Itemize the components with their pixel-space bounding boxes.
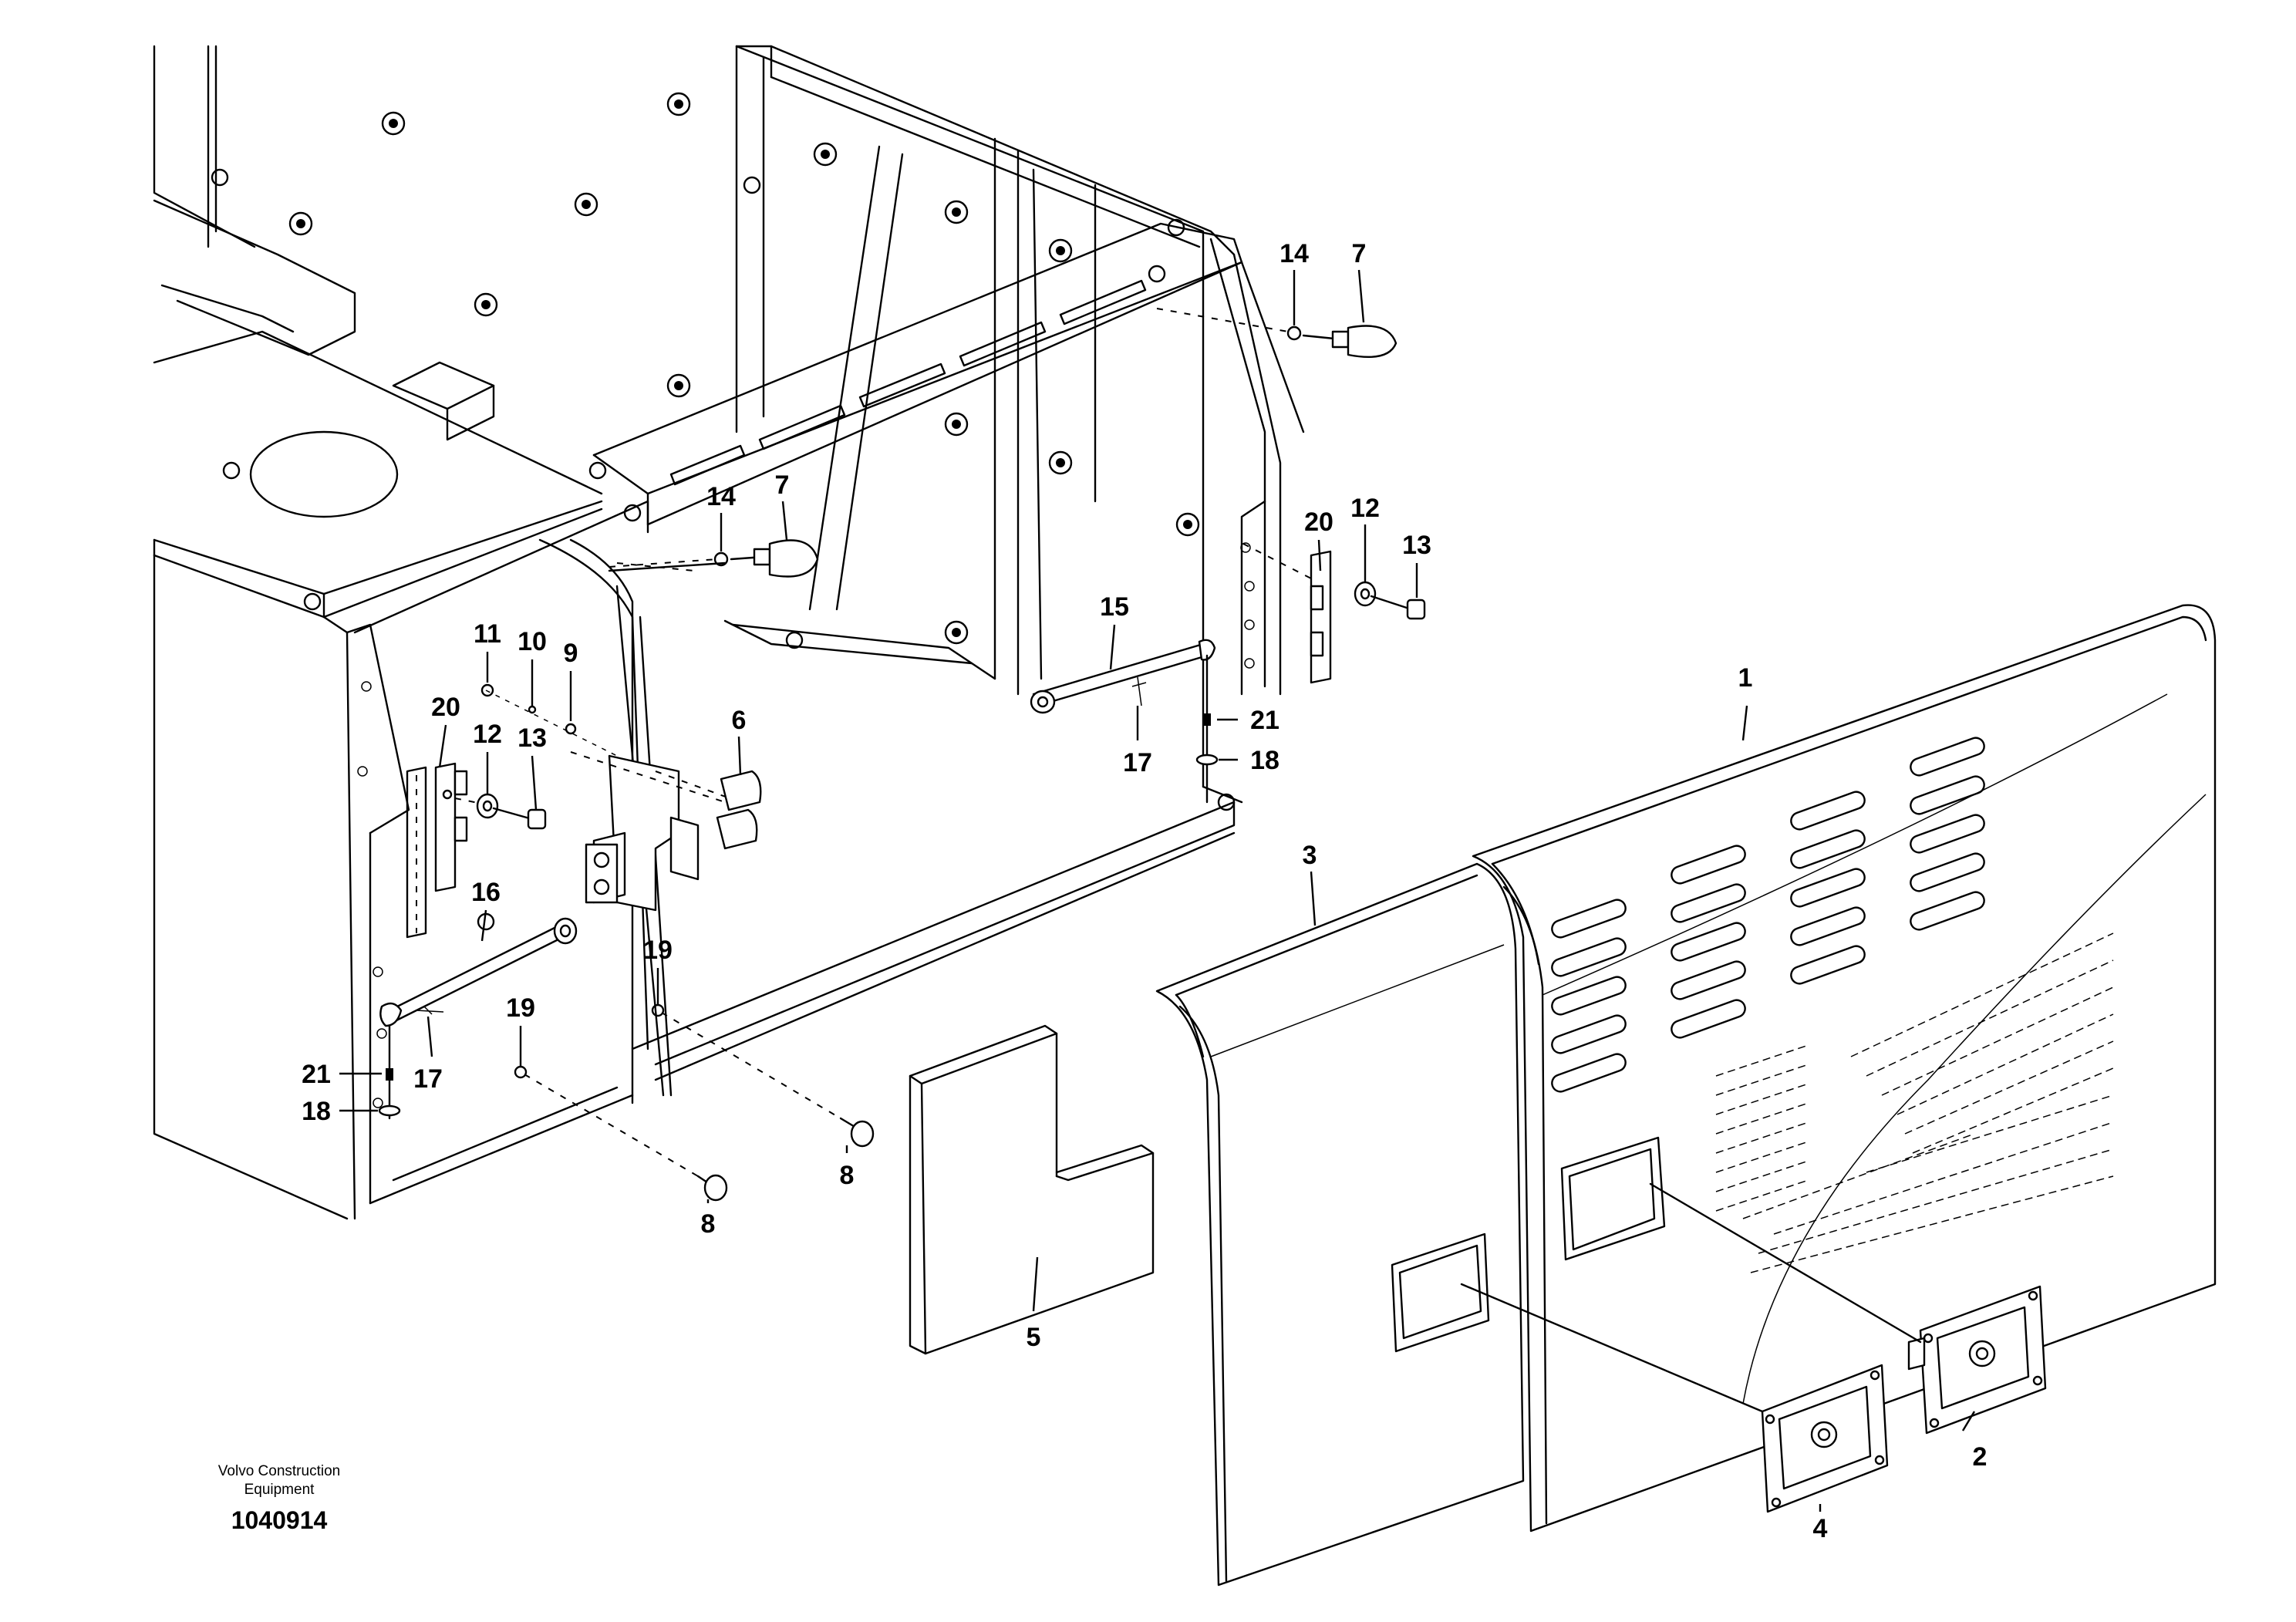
callout-20a: 20 xyxy=(1304,508,1333,537)
callout-7b: 7 xyxy=(775,470,790,500)
striker-plate-left xyxy=(406,762,547,939)
callout-14b: 14 xyxy=(706,482,736,511)
callout-11: 11 xyxy=(474,619,501,649)
callout-12a: 12 xyxy=(473,720,502,749)
callout-13a: 13 xyxy=(518,723,547,753)
rubber-stop-lower xyxy=(609,539,819,578)
left-hinge-assembly xyxy=(480,561,762,912)
callout-3: 3 xyxy=(1303,841,1317,870)
machine-frame xyxy=(153,45,1305,1220)
callout-5: 5 xyxy=(1027,1323,1041,1352)
callout-16: 16 xyxy=(471,878,501,907)
callout-18b: 18 xyxy=(302,1097,331,1126)
insulation-block xyxy=(909,1024,1155,1355)
callout-6: 6 xyxy=(732,706,747,735)
callout-8b: 8 xyxy=(701,1209,716,1239)
door-lock-handle-2 xyxy=(1649,1182,2047,1435)
hinge-bolts xyxy=(514,1003,875,1202)
callout-13b: 13 xyxy=(1402,531,1431,560)
callout-8a: 8 xyxy=(840,1161,855,1190)
door-lock-handle-4 xyxy=(1460,1283,1889,1513)
rubber-stop-upper xyxy=(1156,308,1397,358)
drawing-footer: Volvo Construction Equipment 1040914 xyxy=(218,1463,340,1534)
wall-fasteners xyxy=(211,92,1255,1108)
callout-15: 15 xyxy=(1100,592,1129,622)
callout-10: 10 xyxy=(518,627,547,656)
callout-17a: 17 xyxy=(1123,748,1152,777)
callout-9: 9 xyxy=(564,639,578,668)
callout-17b: 17 xyxy=(413,1064,443,1094)
perforation-pattern xyxy=(1715,932,2114,1273)
drawing-number: 1040914 xyxy=(231,1506,328,1534)
callout-12b: 12 xyxy=(1350,494,1380,523)
striker-plate-right xyxy=(1242,543,1426,684)
callout-4: 4 xyxy=(1813,1514,1828,1543)
callout-7a: 7 xyxy=(1352,239,1367,268)
stay-rod-right xyxy=(1030,639,1219,804)
callout-21a: 21 xyxy=(1250,706,1279,735)
front-door-panel xyxy=(1155,862,1525,1587)
callout-18a: 18 xyxy=(1250,746,1279,775)
callout-20b: 20 xyxy=(431,693,460,722)
callout-19a: 19 xyxy=(643,936,673,965)
leader-lines xyxy=(339,269,1976,1512)
company-name-line2: Equipment xyxy=(244,1482,315,1498)
callout-14a: 14 xyxy=(1279,239,1309,268)
company-name-line1: Volvo Construction xyxy=(218,1463,340,1479)
stay-rod-left xyxy=(378,917,578,1120)
callout-labels: 1 2 3 4 5 6 7 7 8 8 9 10 11 12 12 13 13 … xyxy=(302,239,1987,1543)
vent-slots xyxy=(1551,737,1985,1093)
callout-1: 1 xyxy=(1738,663,1753,693)
callout-19b: 19 xyxy=(506,993,535,1023)
callout-21b: 21 xyxy=(302,1060,331,1089)
callout-2: 2 xyxy=(1973,1442,1988,1472)
